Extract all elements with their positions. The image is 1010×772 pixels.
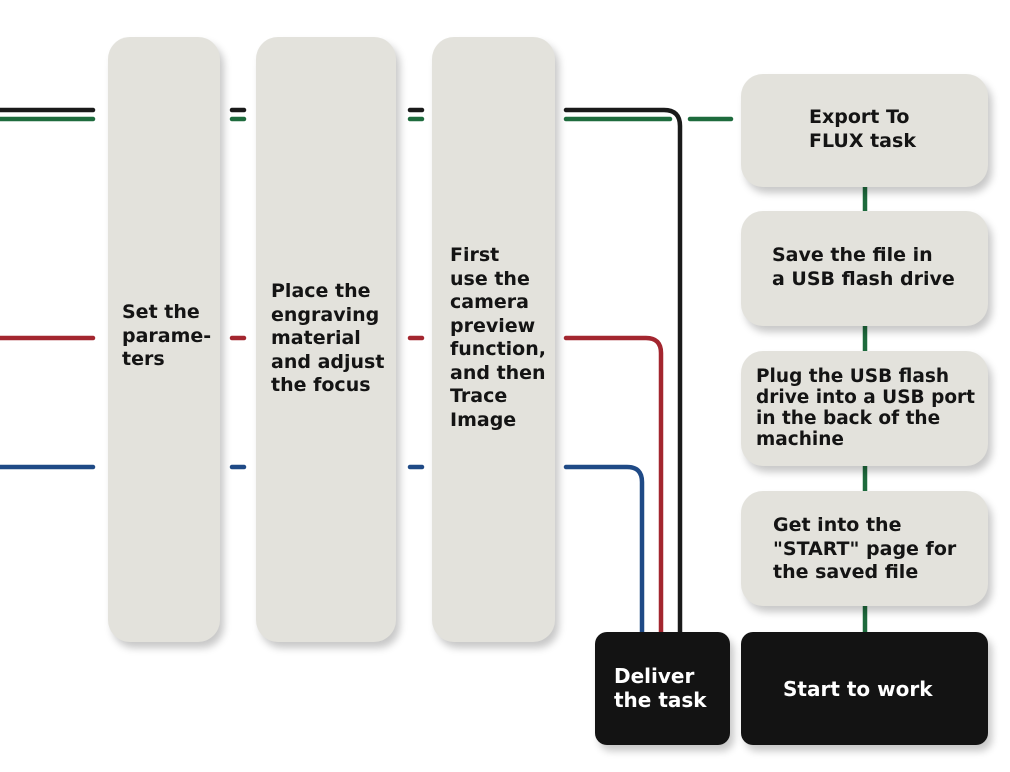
step-label: Export To FLUX task <box>809 106 916 152</box>
blue-line-to-deliver <box>563 464 645 635</box>
deliver-label: Deliver the task <box>614 664 707 712</box>
step-export: Export To FLUX task <box>741 74 988 187</box>
column-set-parameters: Set the parame- ters <box>108 37 220 642</box>
column-label: Place the engraving material and adjust … <box>271 280 385 396</box>
step-label: Save the file in a USB flash drive <box>772 244 955 290</box>
step-plug-usb: Plug the USB flash drive into a USB port… <box>741 351 988 466</box>
red-line-to-deliver <box>563 335 664 635</box>
deliver-task-box: Deliver the task <box>595 632 730 745</box>
column-place-material: Place the engraving material and adjust … <box>256 37 396 642</box>
step-save-usb: Save the file in a USB flash drive <box>741 211 988 326</box>
final-label: Start to work <box>783 677 933 701</box>
start-to-work-box: Start to work <box>741 632 988 745</box>
step-label: Get into the "START" page for the saved … <box>773 514 957 583</box>
column-label: First use the camera preview function, a… <box>450 244 546 431</box>
black-line-to-deliver <box>563 107 683 635</box>
step-label: Plug the USB flash drive into a USB port… <box>756 366 975 450</box>
step-start-page: Get into the "START" page for the saved … <box>741 491 988 606</box>
column-label: Set the parame- ters <box>122 301 212 370</box>
column-camera-preview: First use the camera preview function, a… <box>432 37 555 642</box>
